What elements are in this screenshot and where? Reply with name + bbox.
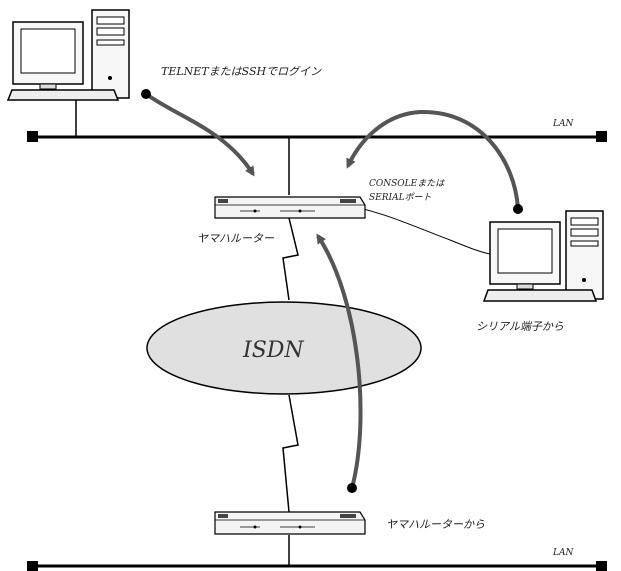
router-top-label: ヤマハルーター (197, 232, 275, 245)
arrow-telnet (141, 89, 255, 177)
lan-top-label: LAN (552, 119, 574, 129)
isdn-link-upper (282, 217, 299, 301)
lan-bottom (27, 561, 607, 571)
router-top-icon (214, 196, 366, 219)
pc-telnet-icon (6, 9, 130, 137)
telnet-label: TELNETまたはSSHでログイン (161, 65, 322, 78)
arrow-serial (346, 109, 523, 214)
console-label-line2: SERIALポート (369, 192, 432, 203)
router-bottom-label: ヤマハルーターから (386, 518, 485, 531)
lan-bottom-left-terminator (27, 561, 38, 571)
lan-bottom-label: LAN (552, 548, 574, 558)
isdn-label: ISDN (242, 338, 304, 363)
lan-bottom-right-terminator (596, 561, 607, 571)
router-bottom-icon (214, 511, 366, 535)
lan-top-right-terminator (596, 131, 607, 142)
lan-top-left-terminator (27, 131, 38, 142)
arrow-remote (316, 233, 363, 493)
lan-top (27, 131, 607, 142)
serial-cable (333, 202, 491, 255)
pc-serial-icon (482, 210, 604, 302)
isdn-link-lower (282, 394, 299, 513)
serial-from-label: シリアル端子から (476, 320, 564, 333)
console-label-line1: CONSOLEまたは (369, 178, 445, 189)
